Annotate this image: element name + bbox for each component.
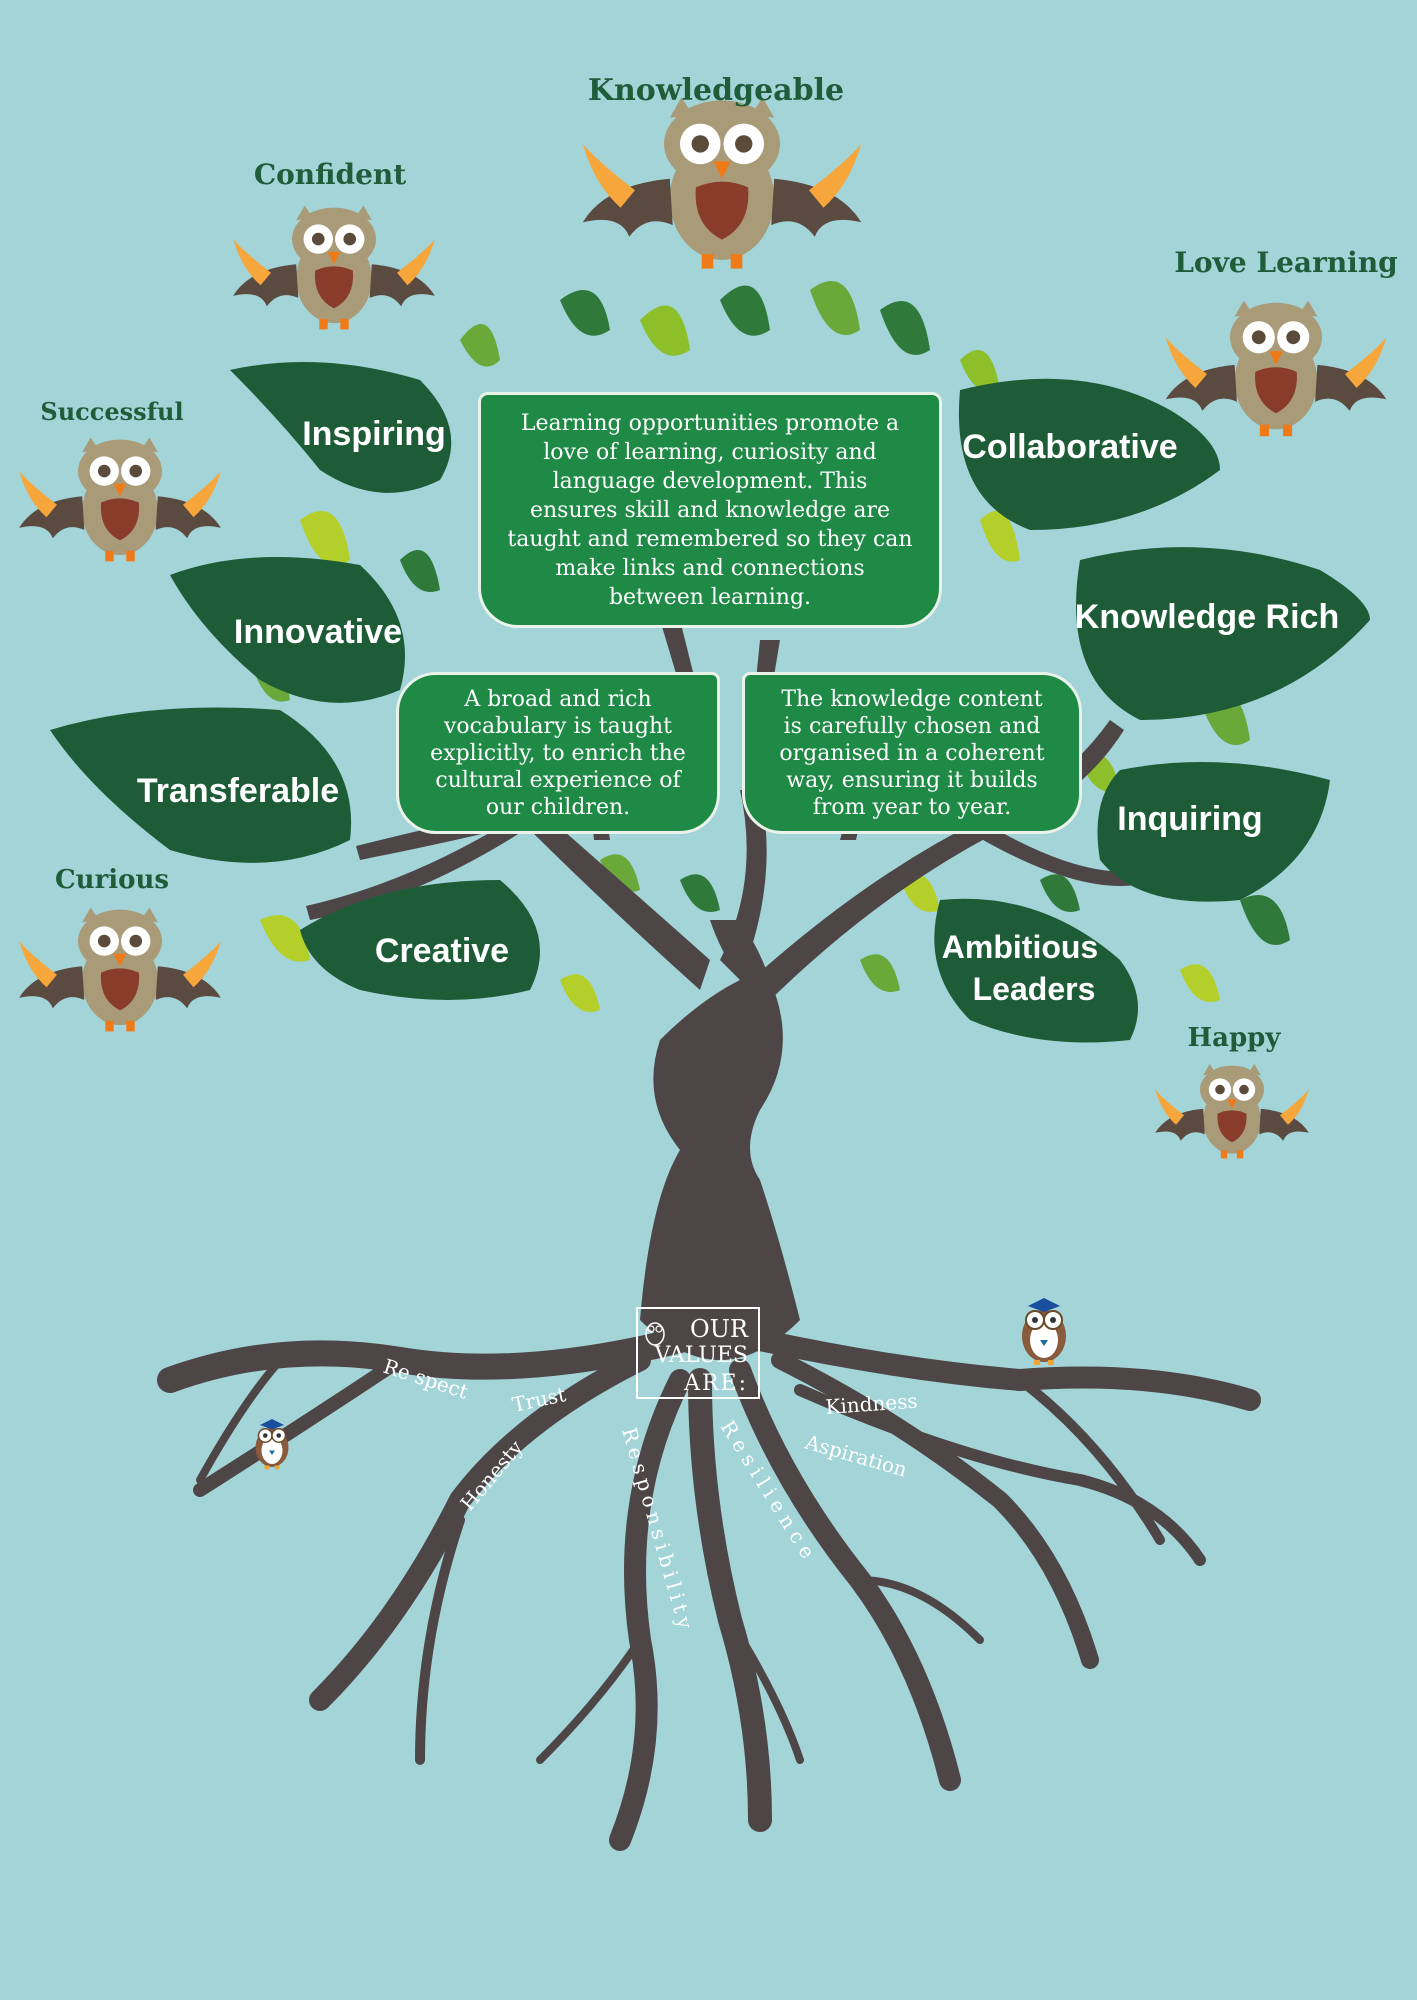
leaf-knowledge-rich: Knowledge Rich <box>1075 547 1370 720</box>
box-line: explicitly, to enrich the <box>430 740 686 766</box>
leaf-ambitious-leaders: Ambitious Leaders <box>934 898 1138 1043</box>
owl-label-love-learning: Love Learning <box>1174 246 1398 279</box>
owl-label-happy: Happy <box>1188 1023 1282 1053</box>
vocabulary-box: A broad and rich vocabulary is taught ex… <box>396 672 720 834</box>
owl-knowledgeable <box>582 97 862 269</box>
values-title-line: VALUES <box>654 1343 748 1368</box>
owl-love-learning <box>1165 300 1387 437</box>
box-line: ensures skill and knowledge are <box>529 497 890 523</box>
box-line: language development. This <box>552 468 868 494</box>
box-line: make links and connections <box>555 555 865 581</box>
owl-label-curious: Curious <box>55 865 169 895</box>
our-values-title: OUR VALUES ARE: <box>636 1307 760 1399</box>
learning-opportunities-box: Learning opportunities promote a love of… <box>478 392 942 628</box>
owl-confident <box>233 205 435 330</box>
owl-curious <box>19 907 221 1032</box>
owl-successful <box>19 437 221 562</box>
box-line: organised in a coherent <box>779 740 1045 766</box>
value-kindness: Kindness <box>825 1389 919 1419</box>
box-line: between learning. <box>608 584 812 610</box>
leaf-inspiring: Inspiring <box>230 362 452 493</box>
leaf-innovative: Innovative <box>170 557 405 703</box>
leaf-label: Ambitious <box>942 929 1098 965</box>
owl-icon <box>645 1322 665 1346</box>
leaf-label: Knowledge Rich <box>1075 598 1339 636</box>
owl-label-successful: Successful <box>40 397 183 426</box>
leaf-label: Leaders <box>973 971 1096 1007</box>
leaf-transferable: Transferable <box>50 707 352 863</box>
leaf-label: Collaborative <box>962 428 1177 466</box>
box-line: from year to year. <box>812 794 1012 820</box>
leaf-label: Inquiring <box>1117 800 1262 838</box>
leaf-label: Inspiring <box>302 415 446 453</box>
box-line: cultural experience of <box>435 767 681 793</box>
owl-happy <box>1155 1064 1309 1159</box>
box-line: taught and remembered so they can <box>507 526 913 552</box>
values-title-line: OUR <box>690 1315 748 1343</box>
owl-label-knowledgeable: Knowledgeable <box>588 73 844 108</box>
graduate-owl-right <box>1021 1297 1067 1366</box>
owl-label-confident: Confident <box>254 158 406 191</box>
leaf-label: Transferable <box>137 772 339 810</box>
leaf-collaborative: Collaborative <box>958 378 1220 530</box>
leaf-creative: Creative <box>300 880 540 1000</box>
leaf-label: Creative <box>375 932 509 970</box>
tree-roots <box>157 1327 1261 1851</box>
box-line: love of learning, curiosity and <box>543 439 877 465</box>
box-line: is carefully chosen and <box>783 713 1041 739</box>
box-line: way, ensuring it builds <box>786 767 1038 793</box>
leaf-inquiring: Inquiring <box>1097 762 1330 902</box>
box-line: vocabulary is taught <box>444 713 672 739</box>
box-line: Learning opportunities promote a <box>520 410 900 436</box>
value-aspiration: Aspiration <box>802 1429 910 1481</box>
box-line: our children. <box>485 794 631 820</box>
box-line: A broad and rich <box>464 686 652 712</box>
box-line: The knowledge content <box>781 686 1043 712</box>
leaf-label: Innovative <box>234 613 402 651</box>
values-title-line: ARE: <box>684 1371 748 1396</box>
knowledge-content-box: The knowledge content is carefully chose… <box>742 672 1082 834</box>
graduate-owl-left <box>254 1418 290 1470</box>
